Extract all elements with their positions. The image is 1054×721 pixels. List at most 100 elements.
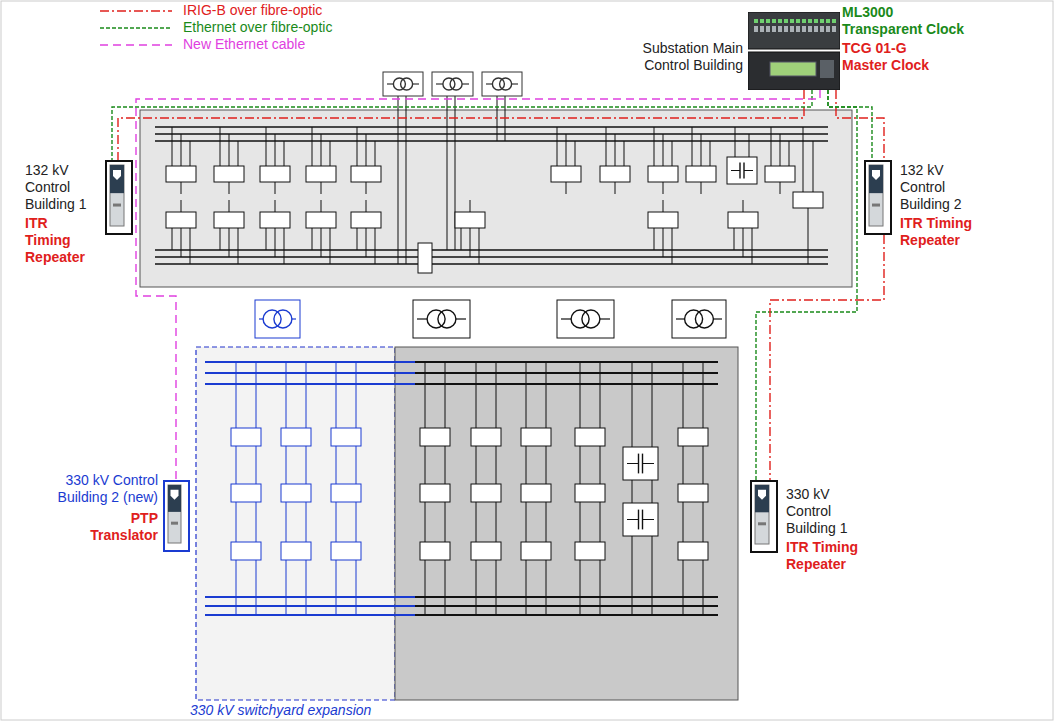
breaker-box <box>678 484 708 502</box>
transformer-box <box>672 300 726 338</box>
device-name: PTP Translator <box>68 510 158 544</box>
breaker-box <box>420 428 450 446</box>
breaker-box <box>306 166 336 182</box>
breaker-box <box>231 542 261 560</box>
transformer-symbol <box>492 78 504 90</box>
wire-line <box>713 318 722 319</box>
device-logo <box>113 170 121 180</box>
port-light <box>778 19 782 23</box>
device-body <box>869 165 883 226</box>
device-body <box>110 165 124 226</box>
breaker-box <box>471 484 501 502</box>
transformer-box <box>432 72 473 96</box>
device-logo <box>171 490 179 500</box>
device-body <box>755 485 769 544</box>
wire-line <box>624 141 625 166</box>
breaker-box <box>214 166 244 182</box>
bus-coupler <box>418 243 432 273</box>
wire-line <box>259 318 263 319</box>
wire-line <box>190 141 191 166</box>
wire-line <box>663 228 664 257</box>
wire-line <box>676 318 685 319</box>
building-name: Substation Main Control Building <box>618 40 743 74</box>
transformer-symbol <box>274 310 292 328</box>
wire-line <box>155 140 828 141</box>
wire-line <box>415 614 718 616</box>
wire-line <box>181 200 182 212</box>
breaker-box <box>420 542 450 560</box>
transformer-symbol <box>393 78 405 90</box>
wire-line <box>366 200 367 212</box>
port-light <box>796 19 800 23</box>
wire-line <box>266 228 267 250</box>
wire-line <box>330 228 331 264</box>
port-light <box>802 19 806 23</box>
wire-line <box>470 200 471 212</box>
wire-line <box>663 134 664 166</box>
switchyard-330kv <box>395 347 738 700</box>
port-light <box>826 19 830 23</box>
port-light <box>766 19 770 23</box>
device-strip <box>113 204 121 207</box>
switchyard-expansion <box>196 347 395 700</box>
wire-line <box>771 127 772 166</box>
port-light <box>754 19 758 23</box>
wire-line <box>415 383 718 385</box>
timing-device: Substation Main Control BuildingML3000 T… <box>748 12 840 90</box>
wire-line <box>172 127 173 166</box>
wire-line <box>566 182 567 194</box>
wire-line <box>486 83 492 84</box>
breaker-box <box>231 428 261 446</box>
wire-line <box>606 127 607 166</box>
wire-line <box>479 228 480 264</box>
breaker-box <box>575 428 605 446</box>
wire-line <box>366 228 367 257</box>
wire-line <box>627 519 639 520</box>
wire-line <box>357 127 358 166</box>
timing-device-icon <box>165 482 188 550</box>
building-name: 132 kV Control Building 2 <box>900 162 980 213</box>
transformer-symbol <box>695 310 713 328</box>
wire-line <box>627 463 639 464</box>
port <box>772 26 776 32</box>
wire-line <box>417 318 427 319</box>
switchyard-132kv <box>140 110 852 287</box>
breaker-box <box>281 428 311 446</box>
wire-line <box>321 200 322 212</box>
wire-line <box>375 228 376 264</box>
port-light <box>814 19 818 23</box>
fibre-link <box>136 90 820 480</box>
wire-line <box>312 228 313 250</box>
wire-line <box>275 228 276 257</box>
capacitor-symbol <box>727 157 757 184</box>
transformer-box <box>482 72 522 96</box>
wire-line <box>672 228 673 264</box>
fibre-link <box>836 90 884 160</box>
wire-line <box>744 170 753 171</box>
wire-line <box>357 228 358 250</box>
port <box>778 26 782 32</box>
port-light <box>790 19 794 23</box>
device-name: ML3000 Transparent Clock <box>842 4 974 38</box>
wire-line <box>731 170 740 171</box>
device-logo <box>872 170 880 180</box>
wire-line <box>220 228 221 250</box>
wire-line <box>387 83 393 84</box>
device-strip <box>758 522 766 525</box>
wire-line <box>413 83 419 84</box>
area-label: 330 kV switchyard expansion <box>190 702 371 719</box>
timing-device: 330 kV Control Building 1ITR Timing Repe… <box>750 480 778 553</box>
breaker-box <box>648 166 678 182</box>
device-strip <box>872 204 880 207</box>
port <box>832 26 836 32</box>
wire-line <box>575 141 576 166</box>
breaker-box <box>260 166 290 182</box>
wire-line <box>672 141 673 166</box>
capacitor-symbol <box>623 503 658 536</box>
breaker-box <box>575 542 605 560</box>
breaker-box <box>351 212 381 228</box>
wire-line <box>321 182 322 194</box>
wire-line <box>701 134 702 166</box>
